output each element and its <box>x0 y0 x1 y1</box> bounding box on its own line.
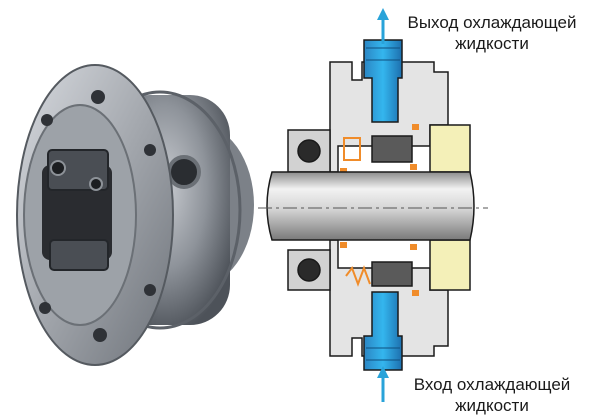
photo-clamp-screw <box>50 160 66 176</box>
o-ring <box>410 244 417 250</box>
o-ring <box>412 124 419 130</box>
photo-bolt-hole <box>93 328 107 342</box>
photo-clamp-jaw <box>49 239 109 271</box>
spring-lower <box>345 265 371 287</box>
seal-carrier-upper <box>371 135 413 163</box>
coolant-outlet-label-line2: жидкости <box>455 34 529 53</box>
coolant-outlet-label: Выход охлаждающей жидкости <box>392 12 592 54</box>
photo-bolt-hole <box>41 114 53 126</box>
clamp-hole-upper <box>297 139 321 163</box>
photo-bolt-hole <box>144 144 156 156</box>
photo-bolt-hole <box>39 302 51 314</box>
photo-bolt-hole <box>91 90 105 104</box>
spring-upper <box>343 137 361 161</box>
inlet-coolant-channel <box>363 291 403 371</box>
o-ring <box>340 242 347 248</box>
seal-face-upper <box>429 124 471 173</box>
seal-carrier-lower <box>371 261 413 287</box>
coolant-inlet-label: Вход охлаждающей жидкости <box>392 374 592 416</box>
coolant-outlet-label-line1: Выход охлаждающей <box>407 13 577 32</box>
coolant-inlet-label-line1: Вход охлаждающей <box>413 375 571 394</box>
rotary-union-photo <box>16 64 254 366</box>
photo-bolt-hole <box>144 284 156 296</box>
arrow-up-icon <box>377 8 389 44</box>
o-ring <box>412 290 419 296</box>
clamp-hole-lower <box>297 258 321 282</box>
seal-face-lower <box>429 239 471 291</box>
o-ring <box>340 168 347 174</box>
cross-section-diagram <box>258 39 488 371</box>
o-ring <box>410 164 417 170</box>
photo-side-port <box>167 155 201 189</box>
coolant-inlet-label-line2: жидкости <box>455 396 529 415</box>
arrow-up-icon <box>377 366 389 402</box>
photo-clamp-screw <box>89 177 103 191</box>
shaft <box>266 171 475 241</box>
